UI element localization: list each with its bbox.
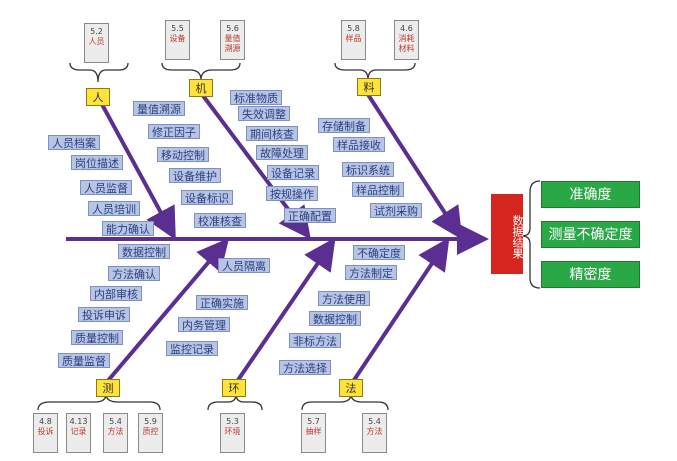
outcome-brace xyxy=(521,180,541,289)
cause-fa-1: 不确定度 xyxy=(353,245,405,260)
cause-ce-3: 内部审核 xyxy=(90,286,142,301)
cause-fa-3: 方法使用 xyxy=(318,291,370,306)
ref-num: 4.6 xyxy=(400,24,413,33)
cause-liao-2: 样品接收 xyxy=(333,137,385,152)
category-fa: 法 xyxy=(339,379,363,397)
cause-ji-right-6: 按规操作 xyxy=(266,186,318,201)
cause-ren-1: 人员档案 xyxy=(48,135,100,150)
ref-name: 抽样 xyxy=(305,427,322,436)
ref-num: 5.8 xyxy=(347,24,360,33)
cause-ji-left-1: 量值溯源 xyxy=(133,101,185,116)
ref-num: 5.5 xyxy=(171,24,184,33)
cause-fa-4: 数据控制 xyxy=(309,311,361,326)
cause-fa-2: 方法制定 xyxy=(345,265,397,280)
ref-num: 5.7 xyxy=(307,417,320,426)
bone-ren xyxy=(96,96,176,241)
ref-num: 4.8 xyxy=(39,417,52,426)
cause-fa-5: 非标方法 xyxy=(289,333,341,348)
ref-name: 消耗材料 xyxy=(398,34,415,53)
cause-liao-5: 试剂采购 xyxy=(370,203,422,218)
ref-name: 人员 xyxy=(88,37,105,46)
ref-name: 质控 xyxy=(142,427,159,436)
result-box: 数据结果 xyxy=(491,194,524,274)
cause-fa-6: 方法选择 xyxy=(279,360,331,375)
cause-huan-2: 正确实施 xyxy=(196,295,248,310)
ref-num: 5.6 xyxy=(226,24,239,33)
ref-name: 方法 xyxy=(107,427,124,436)
cause-liao-1: 存储制备 xyxy=(318,118,370,133)
category-liao: 料 xyxy=(357,78,381,96)
cause-ce-1: 数据控制 xyxy=(118,244,170,259)
ref-name: 投诉 xyxy=(37,427,54,436)
outcome-accuracy: 准确度 xyxy=(541,181,640,208)
bone-huan xyxy=(234,237,336,385)
cause-ji-right-5: 设备记录 xyxy=(267,165,319,180)
cause-liao-4: 样品控制 xyxy=(352,182,404,197)
cause-liao-3: 标识系统 xyxy=(342,162,394,177)
bone-liao xyxy=(365,91,463,240)
ref-num: 5.4 xyxy=(368,417,381,426)
cause-ce-5: 质量控制 xyxy=(71,330,123,345)
cause-ji-left-3: 移动控制 xyxy=(157,147,209,162)
category-huan: 环 xyxy=(222,379,246,397)
cause-ren-3: 人员监督 xyxy=(80,180,132,195)
bone-fa xyxy=(350,237,450,385)
cause-ji-right-4: 故障处理 xyxy=(256,145,308,160)
bone-ce xyxy=(104,237,230,385)
cause-ce-6: 质量监督 xyxy=(58,353,110,368)
ref-num: 5.3 xyxy=(226,417,239,426)
ref-name: 样品 xyxy=(345,34,362,43)
cause-ji-left-5: 设备标识 xyxy=(181,190,233,205)
ref-name: 记录 xyxy=(70,427,87,436)
cause-ji-right-3: 期间核查 xyxy=(246,126,298,141)
category-ren: 人 xyxy=(86,88,110,106)
cause-huan-3: 内务管理 xyxy=(178,317,230,332)
ref-num: 5.2 xyxy=(90,27,103,36)
ref-num: 5.4 xyxy=(109,417,122,426)
cause-ji-right-2: 失效调整 xyxy=(238,106,290,121)
cause-huan-4: 监控记录 xyxy=(166,341,218,356)
cause-ji-right-1: 标准物质 xyxy=(230,90,282,105)
bracket-ren xyxy=(69,62,129,83)
cause-ren-4: 人员培训 xyxy=(88,201,140,216)
cause-ren-5: 能力确认 xyxy=(102,221,154,236)
cause-ji-left-2: 修正因子 xyxy=(148,124,200,139)
outcome-precision: 精密度 xyxy=(541,261,640,288)
ref-num: 5.9 xyxy=(144,417,157,426)
cause-ce-2: 方法确认 xyxy=(108,266,160,281)
cause-ji-left-4: 设备维护 xyxy=(169,168,221,183)
category-ji: 机 xyxy=(189,79,213,97)
category-ce: 测 xyxy=(96,379,120,397)
ref-num: 4.13 xyxy=(69,417,88,426)
cause-ji-left-6: 校准核查 xyxy=(194,213,246,228)
cause-huan-1: 人员隔离 xyxy=(218,258,270,273)
ref-name: 量值溯源 xyxy=(224,34,241,53)
cause-ji-right-7: 正确配置 xyxy=(284,208,336,223)
cause-ren-2: 岗位描述 xyxy=(71,155,123,170)
ref-name: 设备 xyxy=(169,34,186,43)
outcome-uncertainty: 测量不确定度 xyxy=(541,221,640,248)
bracket-ji xyxy=(161,62,241,81)
ref-name: 环境 xyxy=(224,427,241,436)
cause-ce-4: 投诉申诉 xyxy=(78,307,130,322)
ref-name: 方法 xyxy=(366,427,383,436)
